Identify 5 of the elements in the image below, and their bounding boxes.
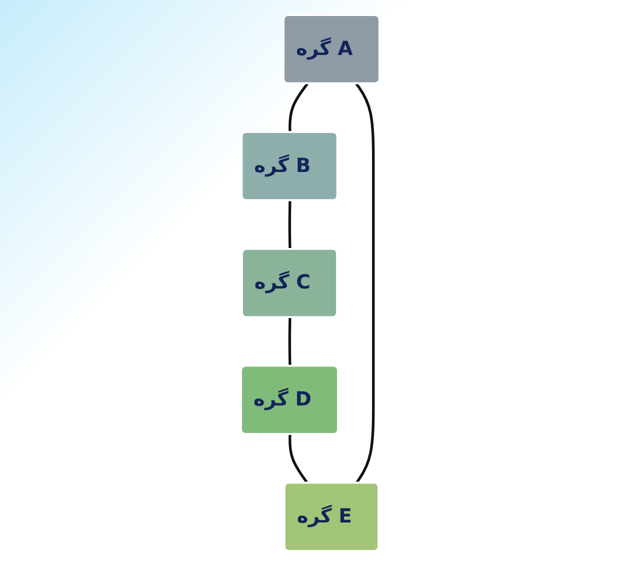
- connector: [288, 434, 308, 484]
- connector: [355, 82, 374, 484]
- connector: [288, 200, 292, 249]
- connector: [288, 82, 308, 132]
- connector: [288, 317, 292, 366]
